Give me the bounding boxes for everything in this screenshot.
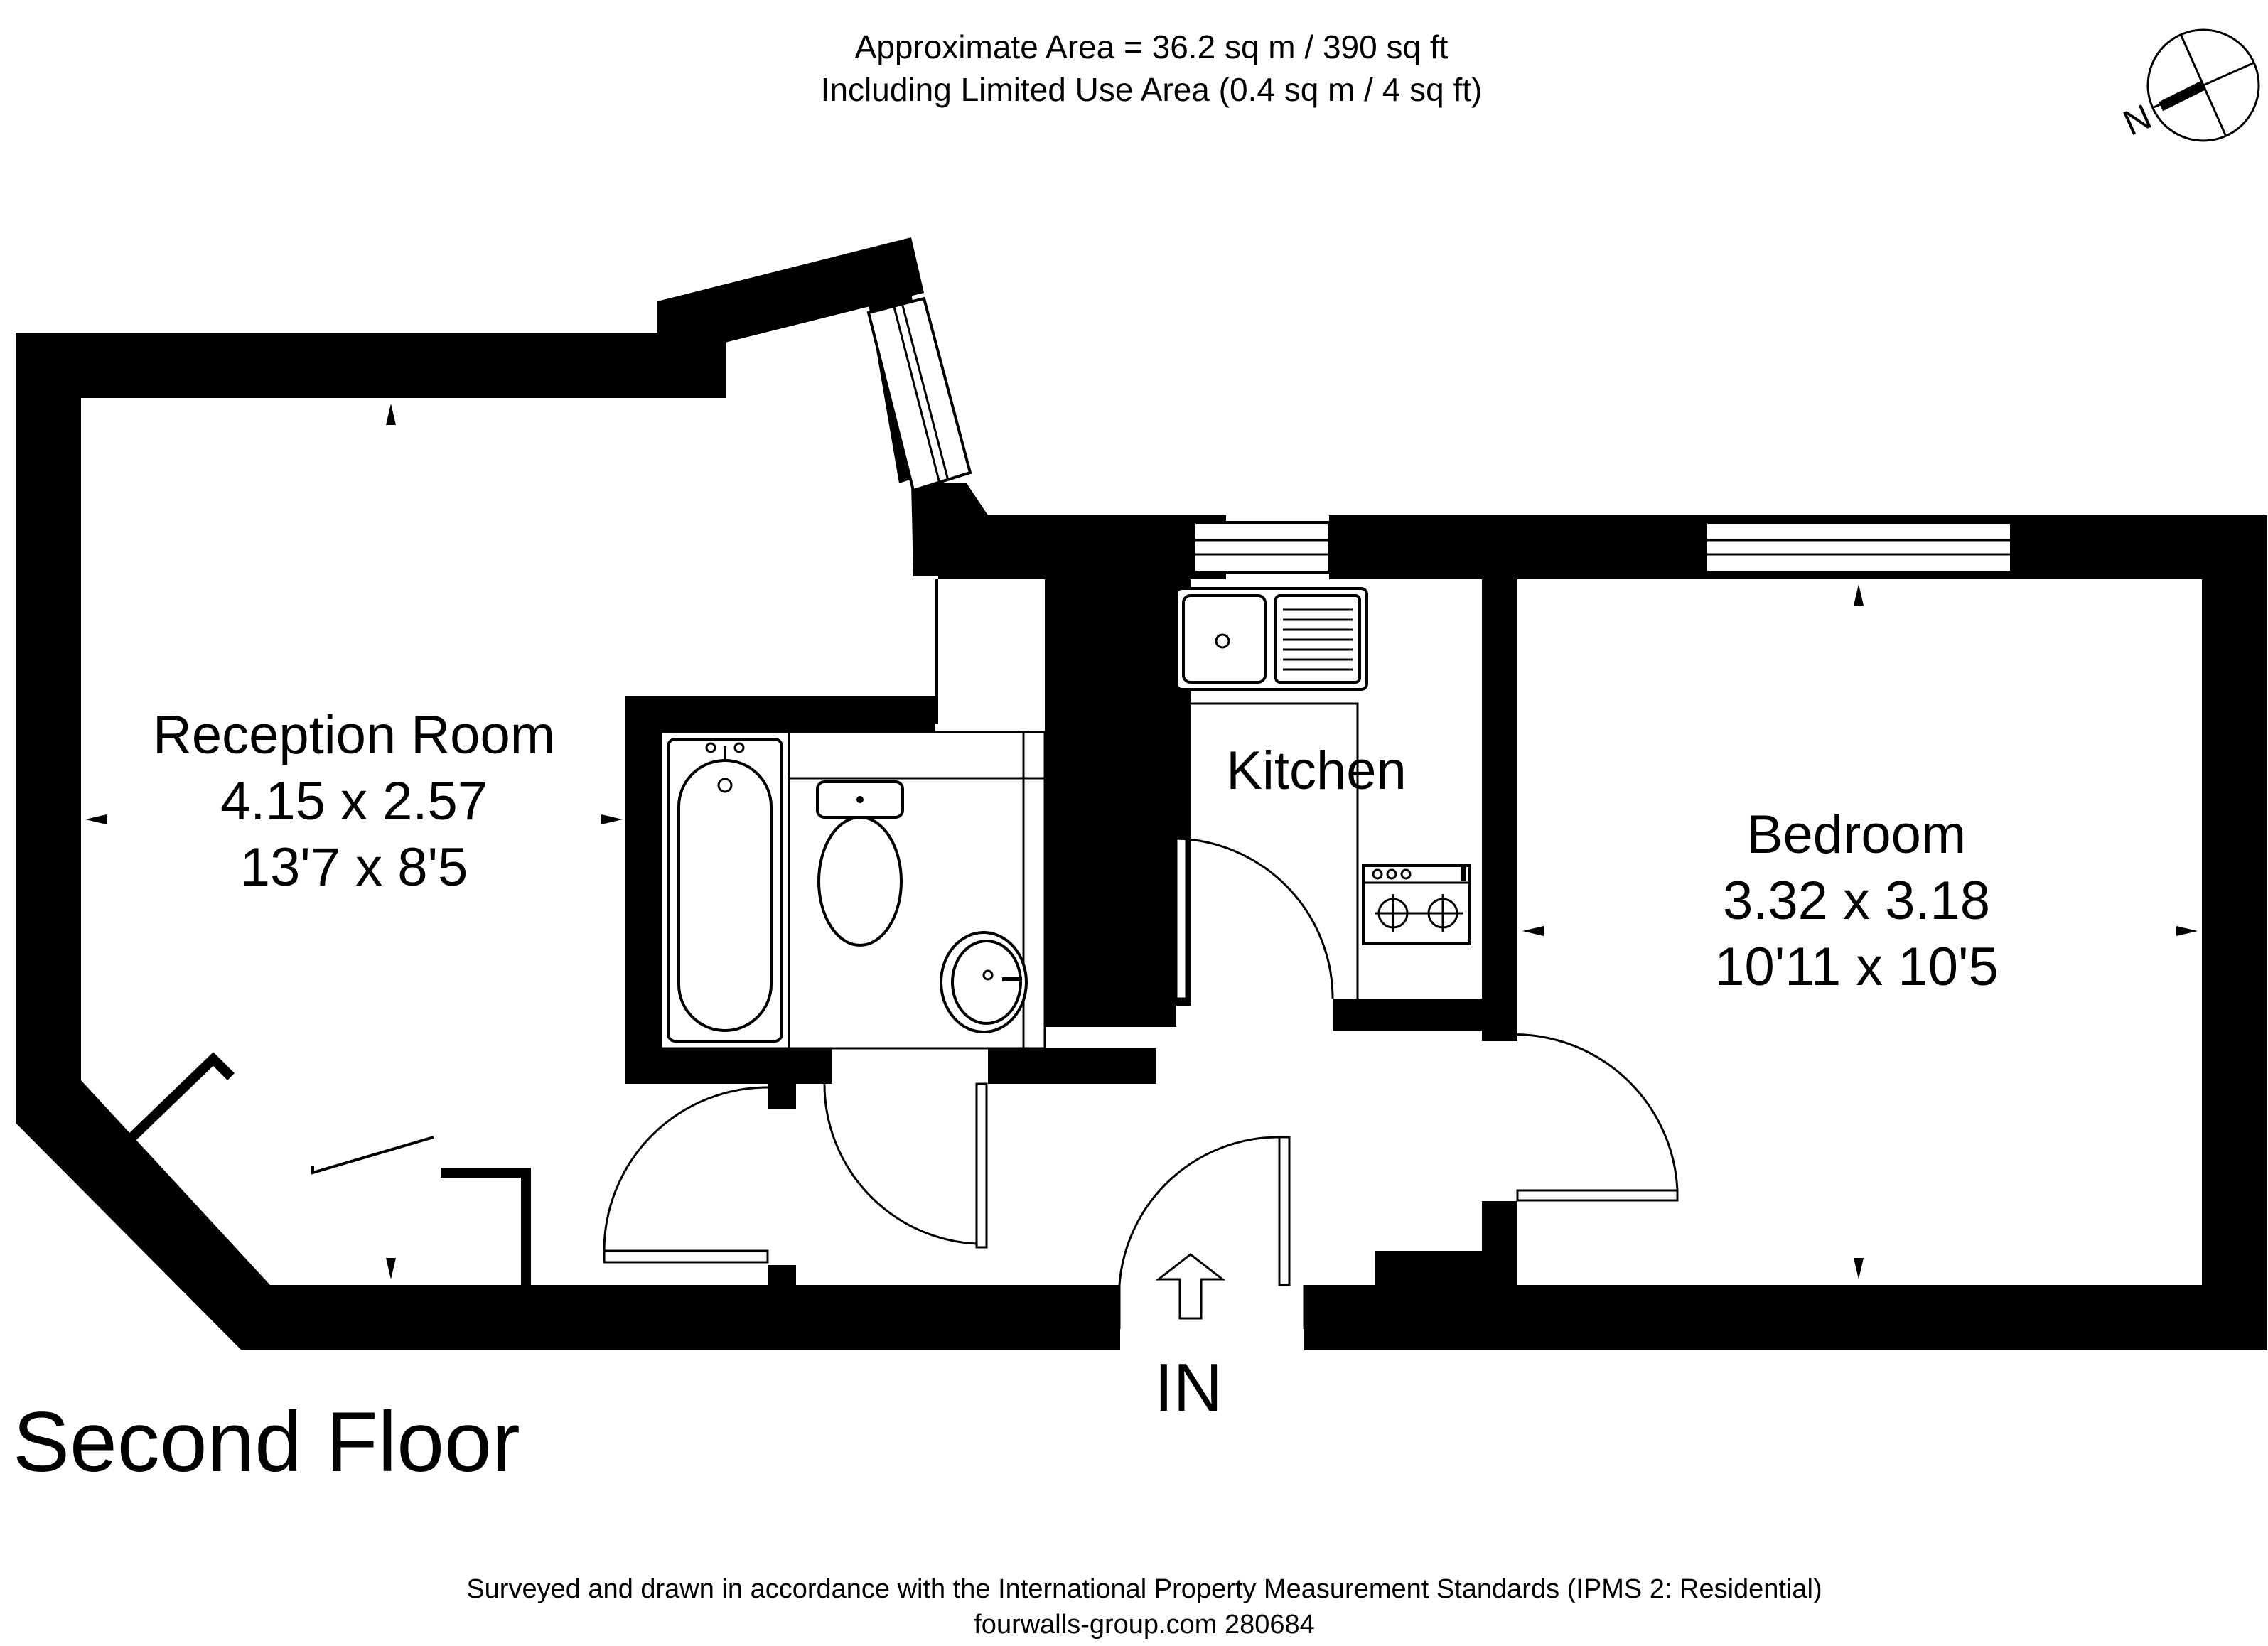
entrance-label: IN [1154, 1350, 1222, 1426]
dimension-markers [85, 404, 2198, 1279]
floor-label: Second Floor [13, 1394, 520, 1490]
walls [16, 237, 2267, 1350]
reference-text: fourwalls-group.com 280684 [974, 1610, 1315, 1640]
area-text: Approximate Area = 36.2 sq m / 390 sq ft [855, 28, 1449, 65]
bathroom-door[interactable] [823, 1082, 988, 1249]
limited-use-area-text: Including Limited Use Area (0.4 sq m / 4… [821, 71, 1483, 108]
kitchen-door[interactable] [1175, 837, 1334, 1000]
reception-window [866, 296, 972, 493]
entrance-arrow-icon [1155, 1253, 1226, 1320]
reception-door[interactable] [603, 1086, 769, 1264]
standards-text: Surveyed and drawn in accordance with th… [466, 1574, 1822, 1604]
doors [603, 837, 1679, 1329]
reception-room-name: Reception Room [153, 705, 555, 765]
basin-icon [940, 931, 1028, 1033]
bedroom-door[interactable] [1481, 1033, 1679, 1202]
sink-icon [1175, 587, 1368, 691]
bedroom-metric: 3.32 x 3.18 [1723, 871, 1990, 931]
kitchen-name: Kitchen [1226, 741, 1407, 801]
bathroom [660, 731, 1046, 1050]
reception-room-metric: 4.15 x 2.57 [220, 771, 488, 832]
entrance-door[interactable] [1118, 1136, 1306, 1329]
bedroom-name: Bedroom [1747, 805, 1966, 865]
toilet-icon [816, 780, 904, 947]
bedroom-window [1704, 521, 2013, 574]
reception-room-imperial: 13'7 x 8'5 [240, 837, 468, 898]
compass-icon: N [2117, 28, 2260, 144]
kitchen [1155, 587, 1471, 999]
reception-room-label: Reception Room 4.15 x 2.57 13'7 x 8'5 [153, 705, 555, 898]
bedroom-imperial: 10'11 x 10'5 [1714, 937, 1998, 997]
kitchen-window [1193, 521, 1331, 574]
hob-icon [1362, 864, 1471, 945]
bathtub-icon [667, 738, 783, 1043]
bedroom-label: Bedroom 3.32 x 3.18 10'11 x 10'5 [1714, 805, 1998, 997]
